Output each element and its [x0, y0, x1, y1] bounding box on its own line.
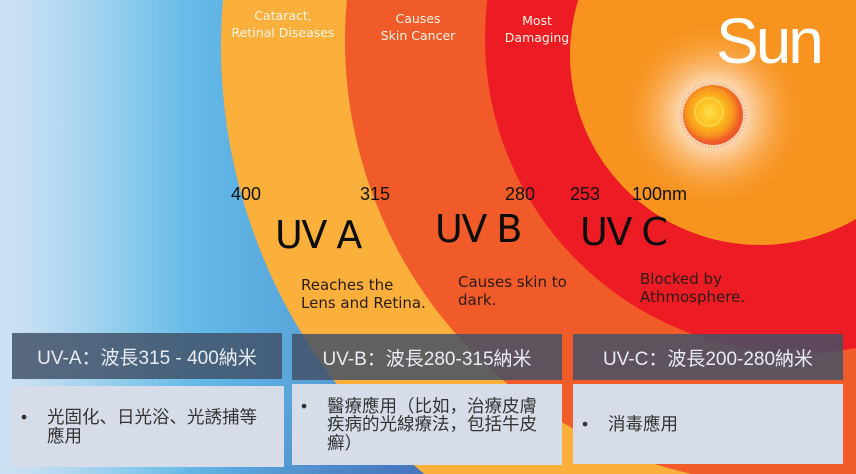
- uva-bullet-text: 光固化、日光浴、光誘捕等 應用: [47, 408, 276, 445]
- marker-315: 315: [360, 184, 391, 204]
- uva-panel-header: UV-A：波長315 - 400納米: [12, 333, 282, 379]
- uvc-effect-line-1: Most: [522, 13, 552, 28]
- uvc-description-line-1: Blocked by: [640, 270, 722, 288]
- sun-swirl: [694, 97, 724, 127]
- uva-label: UV A: [275, 213, 362, 257]
- uvb-bullet-line-1: 醫療應用（比如，治療皮膚: [327, 395, 537, 416]
- uvc-bullet-item: • 消毒應用: [573, 413, 843, 434]
- uvb-bullet-item: • 醫療應用（比如，治療皮膚 疾病的光線療法，包括牛皮 癬）: [292, 395, 562, 453]
- uva-effect-note: Cataract, Retinal Diseases: [221, 7, 345, 41]
- uvc-label: UV C: [580, 210, 668, 254]
- uvc-panel-header: UV-C：波長200-280納米: [573, 334, 843, 380]
- sun-title: Sun: [716, 5, 824, 77]
- uvb-label: UV B: [435, 207, 522, 251]
- marker-280: 280: [505, 184, 536, 204]
- uva-bullet-line-1: 光固化、日光浴、光誘捕等: [47, 407, 257, 427]
- uvb-effect-line-1: Causes: [395, 11, 441, 26]
- uvc-bullet-line-1: 消毒應用: [608, 413, 678, 434]
- uvc-description: Blocked by Athmosphere.: [640, 270, 745, 306]
- marker-253: 253: [570, 184, 601, 204]
- sun-halo-icon: [679, 81, 747, 149]
- uva-bullet-item: • 光固化、日光浴、光誘捕等 應用: [12, 408, 284, 445]
- uvb-bullet-line-2: 疾病的光線療法，包括牛皮: [327, 414, 537, 434]
- bullet-icon: •: [21, 407, 28, 427]
- uvb-description-line-1: Causes skin to: [458, 273, 567, 291]
- uva-description-line-2: Lens and Retina.: [301, 294, 426, 312]
- uvc-effect-note: Most Damaging: [497, 12, 577, 46]
- sun-icon: [683, 85, 743, 145]
- uvc-description-line-2: Athmosphere.: [640, 288, 746, 306]
- uvc-panel-body: • 消毒應用: [573, 384, 843, 464]
- uvb-description-line-2: dark.: [458, 291, 497, 309]
- uva-description: Reaches the Lens and Retina.: [301, 276, 426, 312]
- uvb-bullet-line-3: 癬）: [327, 432, 362, 453]
- uvb-description: Causes skin to dark.: [458, 273, 567, 309]
- uva-effect-line-1: Cataract,: [254, 8, 312, 23]
- uva-description-line-1: Reaches the: [301, 276, 394, 294]
- uva-panel-body: • 光固化、日光浴、光誘捕等 應用: [12, 386, 284, 467]
- uva-bullet-line-2: 應用: [47, 425, 82, 446]
- uvb-effect-line-2: Skin Cancer: [380, 28, 456, 43]
- uva-effect-line-2: Retinal Diseases: [231, 25, 335, 40]
- uvc-bullet-text: 消毒應用: [608, 413, 835, 434]
- marker-400: 400: [231, 184, 262, 204]
- bullet-icon: •: [301, 395, 308, 416]
- sun-swirl-inner: [703, 110, 719, 126]
- bullet-icon: •: [582, 413, 589, 434]
- uvb-effect-note: Causes Skin Cancer: [368, 10, 468, 44]
- uvb-bullet-text: 醫療應用（比如，治療皮膚 疾病的光線療法，包括牛皮 癬）: [327, 395, 554, 453]
- uvb-panel-body: • 醫療應用（比如，治療皮膚 疾病的光線療法，包括牛皮 癬）: [292, 384, 562, 465]
- uvb-panel-header: UV-B：波長280-315納米: [292, 334, 562, 380]
- marker-100nm: 100nm: [632, 184, 688, 204]
- uvc-effect-line-2: Damaging: [504, 30, 570, 45]
